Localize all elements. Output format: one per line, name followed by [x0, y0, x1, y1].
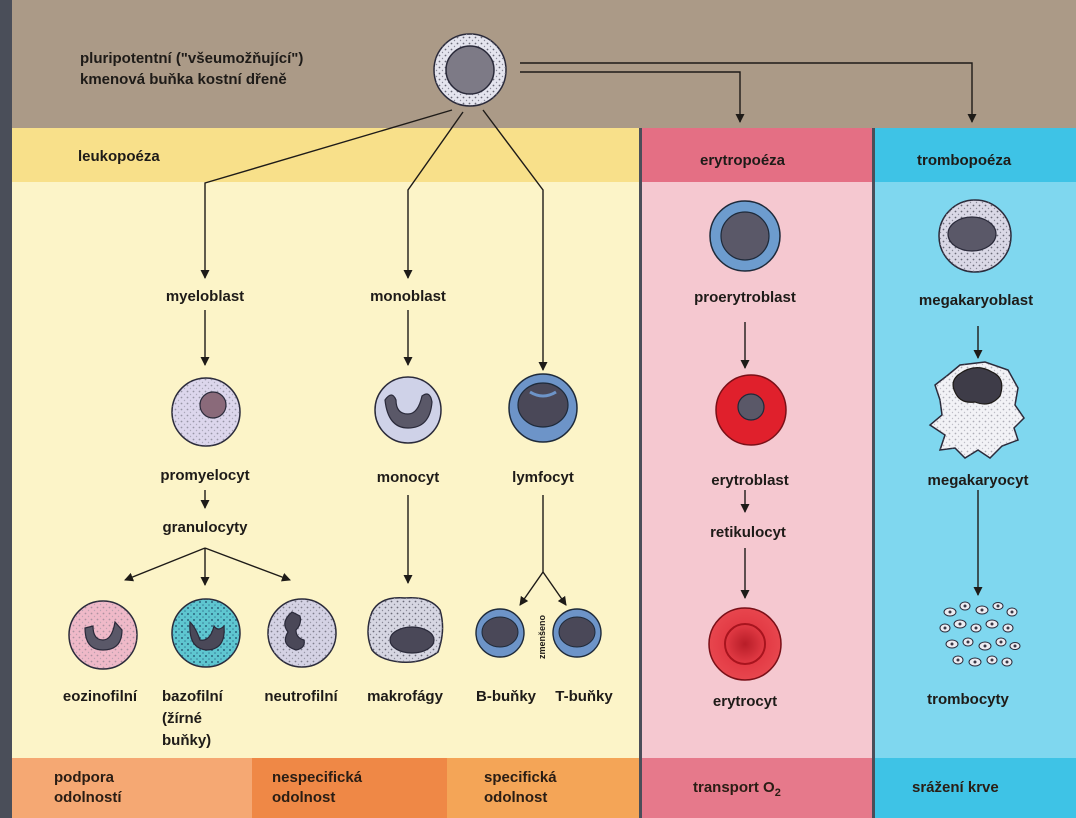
- eozinofil-cell: [68, 600, 138, 670]
- footer-label-transport: transport O2: [693, 778, 781, 803]
- transport-subscript: 2: [774, 787, 781, 799]
- label-proerytroblast: proerytroblast: [694, 289, 796, 306]
- footer-label-srazeni: srážení krve: [912, 779, 999, 796]
- label-monocyt: monocyt: [376, 469, 440, 486]
- section-erytropoeza: erytropoéza: [700, 152, 786, 169]
- footer-podpora: [12, 758, 252, 818]
- label-t-bunky: T-buňky: [555, 688, 613, 705]
- label-granulocyty: granulocyty: [162, 519, 248, 536]
- bazofil-cell: [171, 598, 241, 668]
- proerytroblast-cell: [709, 200, 781, 272]
- section-leukopoeza: leukopoéza: [78, 148, 160, 165]
- footer-nespecificka: [252, 758, 447, 818]
- label-megakaryocyt: megakaryocyt: [927, 472, 1029, 489]
- arrow-stem-monoblast: [403, 111, 464, 279]
- label-neutrofilni: neutrofilní: [264, 688, 338, 705]
- transport-text: transport O: [693, 779, 775, 796]
- footer-label-nespecificka: nespecifická odolnost: [272, 769, 363, 806]
- label-erytroblast: erytroblast: [711, 472, 789, 489]
- megakaryocyt-cell: [928, 361, 1025, 459]
- arrows: [124, 62, 983, 606]
- label-b-bunky: B-buňky: [476, 688, 536, 705]
- trombocyty-dots: [943, 604, 1017, 664]
- footer-label-podpora: podpora odolností: [54, 769, 122, 806]
- arrow-stem-ery: [520, 71, 745, 123]
- label-monoblast: monoblast: [370, 288, 446, 305]
- footer-transport: [642, 758, 872, 818]
- b-cell: [475, 608, 525, 658]
- promyelocyt-cell: [171, 377, 241, 447]
- makrofag-cell: [367, 597, 444, 664]
- monocyt-cell: [374, 376, 442, 444]
- footer-specificka: [447, 758, 639, 818]
- ery-header-band: [642, 128, 872, 182]
- label-promyelocyt: promyelocyt: [160, 467, 250, 484]
- arrow-stem-myeloblast: [200, 109, 453, 279]
- footer-label-specificka: specifická odolnost: [484, 769, 557, 806]
- label-eozinofilni: eozinofilní: [62, 688, 138, 705]
- stem-cell-label: pluripotentní ("všeumožňující") kmenová …: [80, 50, 304, 88]
- megakaryoblast-cell: [938, 199, 1012, 273]
- arrow-stem-trombo: [520, 62, 977, 123]
- section-trombopoeza: trombopoéza: [917, 152, 1012, 169]
- label-lymfocyt: lymfocyt: [512, 469, 574, 486]
- stem-band: [12, 0, 1076, 128]
- label-erytrocyt: erytrocyt: [712, 693, 778, 710]
- label-trombocyty: trombocyty: [927, 691, 1009, 708]
- neutrofil-cell: [267, 598, 337, 668]
- label-megakaryoblast: megakaryoblast: [918, 292, 1034, 309]
- leuko-header-band: [12, 128, 639, 182]
- trombocyty-cluster: [939, 601, 1021, 667]
- stem-cell: [433, 33, 507, 107]
- label-bazofilni: bazofilní (žírné buňky): [162, 688, 223, 749]
- label-retikulocyt: retikulocyt: [710, 524, 786, 541]
- lymfocyt-cell: [508, 373, 578, 443]
- trombo-header-band: [875, 128, 1076, 182]
- label-makrofagy: makrofágy: [367, 688, 443, 705]
- erytrocyt-cell: [708, 607, 782, 681]
- erytroblast-cell: [715, 374, 787, 446]
- label-myeloblast: myeloblast: [165, 288, 245, 305]
- t-cell: [552, 608, 602, 658]
- label-zmenseno: zmenšeno: [537, 614, 548, 660]
- arrow-stem-lymfocyt: [482, 109, 548, 371]
- footer-srazeni: [875, 758, 1076, 818]
